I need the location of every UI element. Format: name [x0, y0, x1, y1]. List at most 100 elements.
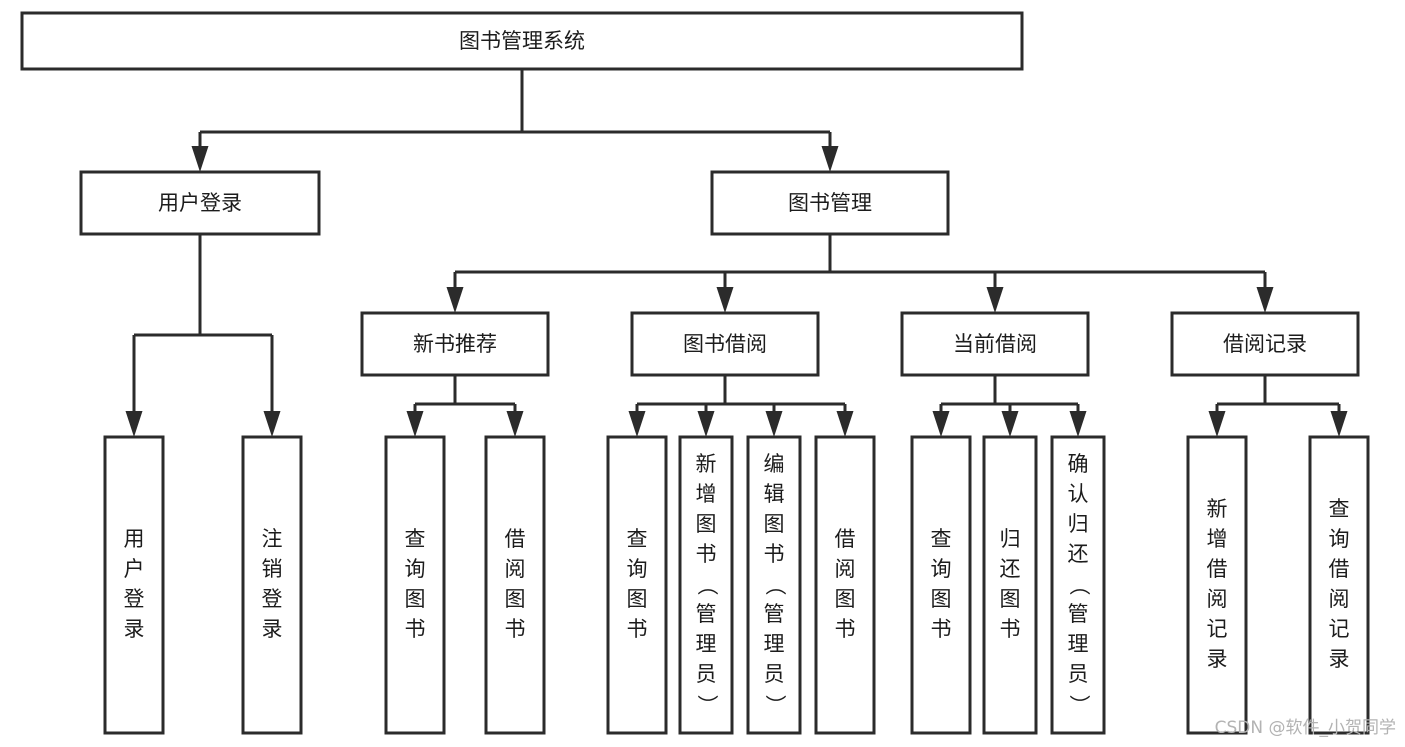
- svg-text:编: 编: [764, 452, 785, 476]
- connector-group: [125, 234, 281, 437]
- svg-text:书: 书: [405, 617, 426, 641]
- svg-text:借: 借: [835, 527, 856, 551]
- svg-text:员: 员: [1068, 662, 1089, 686]
- svg-text:图: 图: [505, 587, 526, 611]
- node-box: [1050, 435, 1106, 735]
- node-borrow[interactable]: 图书借阅: [630, 311, 820, 377]
- svg-text:询: 询: [931, 557, 952, 581]
- connector-group: [191, 69, 839, 172]
- svg-text:询: 询: [627, 557, 648, 581]
- svg-text:新: 新: [1207, 497, 1228, 521]
- svg-text:录: 录: [1207, 647, 1228, 671]
- svg-text:增: 增: [696, 482, 717, 506]
- connector-group: [1208, 375, 1348, 437]
- svg-text:归: 归: [1068, 512, 1089, 536]
- connector-group: [446, 234, 1274, 313]
- svg-text:借: 借: [505, 527, 526, 551]
- node-login-user-login[interactable]: 用户登录: [103, 435, 165, 735]
- svg-text:询: 询: [1329, 527, 1350, 551]
- connector-arrowhead: [506, 411, 524, 437]
- svg-text:书: 书: [627, 617, 648, 641]
- svg-text:管: 管: [764, 602, 785, 626]
- node-label: 借阅记录: [1223, 332, 1307, 356]
- svg-text:图: 图: [931, 587, 952, 611]
- svg-text:理: 理: [764, 632, 785, 656]
- node-current[interactable]: 当前借阅: [900, 311, 1090, 377]
- svg-text:录: 录: [262, 617, 283, 641]
- svg-text:书: 书: [931, 617, 952, 641]
- node-bookmgmt[interactable]: 图书管理: [710, 170, 950, 236]
- svg-text:图: 图: [405, 587, 426, 611]
- svg-text:归: 归: [1000, 527, 1021, 551]
- node-label: 用户登录: [124, 527, 145, 641]
- node-label: 用户登录: [158, 191, 242, 215]
- svg-text:销: 销: [262, 557, 283, 581]
- connector-arrowhead: [406, 411, 424, 437]
- svg-text:登: 登: [262, 587, 283, 611]
- node-label: 图书借阅: [683, 332, 767, 356]
- node-box: [1170, 311, 1360, 377]
- svg-text:阅: 阅: [505, 557, 526, 581]
- node-box: [814, 435, 876, 735]
- svg-text:登: 登: [124, 587, 145, 611]
- node-newbook[interactable]: 新书推荐: [360, 311, 550, 377]
- node-box: [360, 311, 550, 377]
- svg-text:图: 图: [1000, 587, 1021, 611]
- connector-arrowhead: [836, 411, 854, 437]
- connector-arrowhead: [1001, 411, 1019, 437]
- svg-text:还: 还: [1000, 557, 1021, 581]
- svg-text:员: 员: [764, 662, 785, 686]
- svg-text:（: （: [763, 575, 787, 596]
- svg-text:记: 记: [1207, 617, 1228, 641]
- svg-text:书: 书: [835, 617, 856, 641]
- node-box: [20, 11, 1024, 71]
- svg-text:图: 图: [835, 587, 856, 611]
- node-box: [678, 435, 734, 735]
- svg-text:图: 图: [627, 587, 648, 611]
- node-login[interactable]: 用户登录: [79, 170, 321, 236]
- svg-text:注: 注: [262, 527, 283, 551]
- connector-arrowhead: [1069, 411, 1087, 437]
- svg-text:新: 新: [696, 452, 717, 476]
- svg-text:用: 用: [124, 527, 145, 551]
- node-box: [384, 435, 446, 735]
- svg-text:理: 理: [1068, 632, 1089, 656]
- svg-text:借: 借: [1207, 557, 1228, 581]
- node-box: [746, 435, 802, 735]
- node-box: [241, 435, 303, 735]
- svg-text:阅: 阅: [1207, 587, 1228, 611]
- node-box: [606, 435, 668, 735]
- svg-text:增: 增: [1207, 527, 1228, 551]
- connector-arrowhead: [1208, 411, 1226, 437]
- connector-group: [932, 375, 1087, 437]
- connector-arrowhead: [821, 146, 839, 172]
- node-box: [484, 435, 546, 735]
- svg-text:）: ）: [695, 695, 719, 716]
- svg-text:查: 查: [931, 527, 952, 551]
- node-root[interactable]: 图书管理系统: [20, 11, 1024, 71]
- connector-arrowhead: [263, 411, 281, 437]
- node-box: [103, 435, 165, 735]
- node-record[interactable]: 借阅记录: [1170, 311, 1360, 377]
- connector-arrowhead: [697, 411, 715, 437]
